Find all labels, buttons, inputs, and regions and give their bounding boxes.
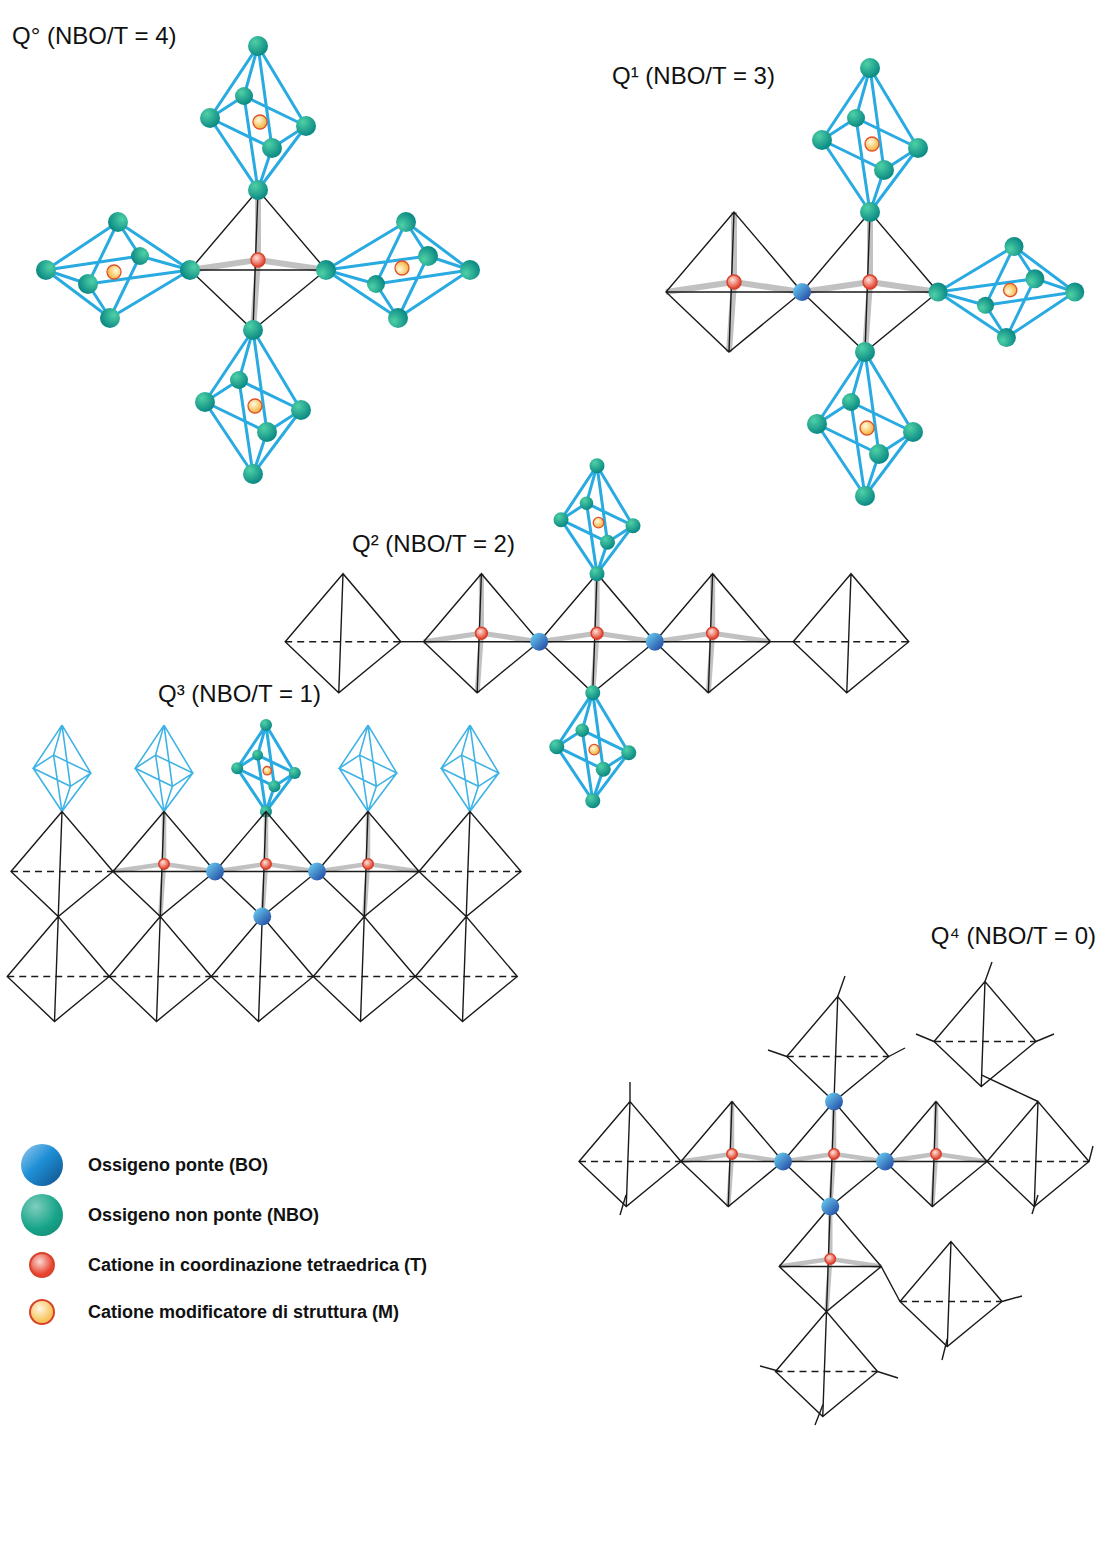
q0-label: Q° (NBO/T = 4) [12, 22, 177, 50]
legend-swatch [21, 1194, 63, 1236]
q1-label: Q¹ (NBO/T = 3) [612, 62, 775, 90]
legend-row: Ossigeno ponte (BO) [21, 1144, 268, 1186]
q4-label: Q⁴ (NBO/T = 0) [931, 922, 1096, 950]
q3-structure [7, 719, 521, 1021]
q2-structure [285, 458, 909, 808]
legend-swatch [21, 1144, 63, 1186]
q3-label: Q³ (NBO/T = 1) [158, 680, 321, 708]
legend-row: Ossigeno non ponte (NBO) [21, 1194, 319, 1236]
q1-structure [666, 58, 1084, 506]
q2-label: Q² (NBO/T = 2) [352, 530, 515, 558]
legend-text: Catione in coordinazione tetraedrica (T) [88, 1255, 427, 1276]
q0-structure [36, 36, 480, 484]
legend-text: Ossigeno non ponte (NBO) [88, 1205, 319, 1226]
legend-text: Catione modificatore di struttura (M) [88, 1302, 399, 1323]
legend-swatch [29, 1252, 55, 1278]
legend-text: Ossigeno ponte (BO) [88, 1155, 268, 1176]
legend-row: Catione modificatore di struttura (M) [29, 1299, 399, 1325]
q4-structure [579, 962, 1093, 1425]
legend-swatch [29, 1299, 55, 1325]
legend-row: Catione in coordinazione tetraedrica (T) [29, 1252, 427, 1278]
